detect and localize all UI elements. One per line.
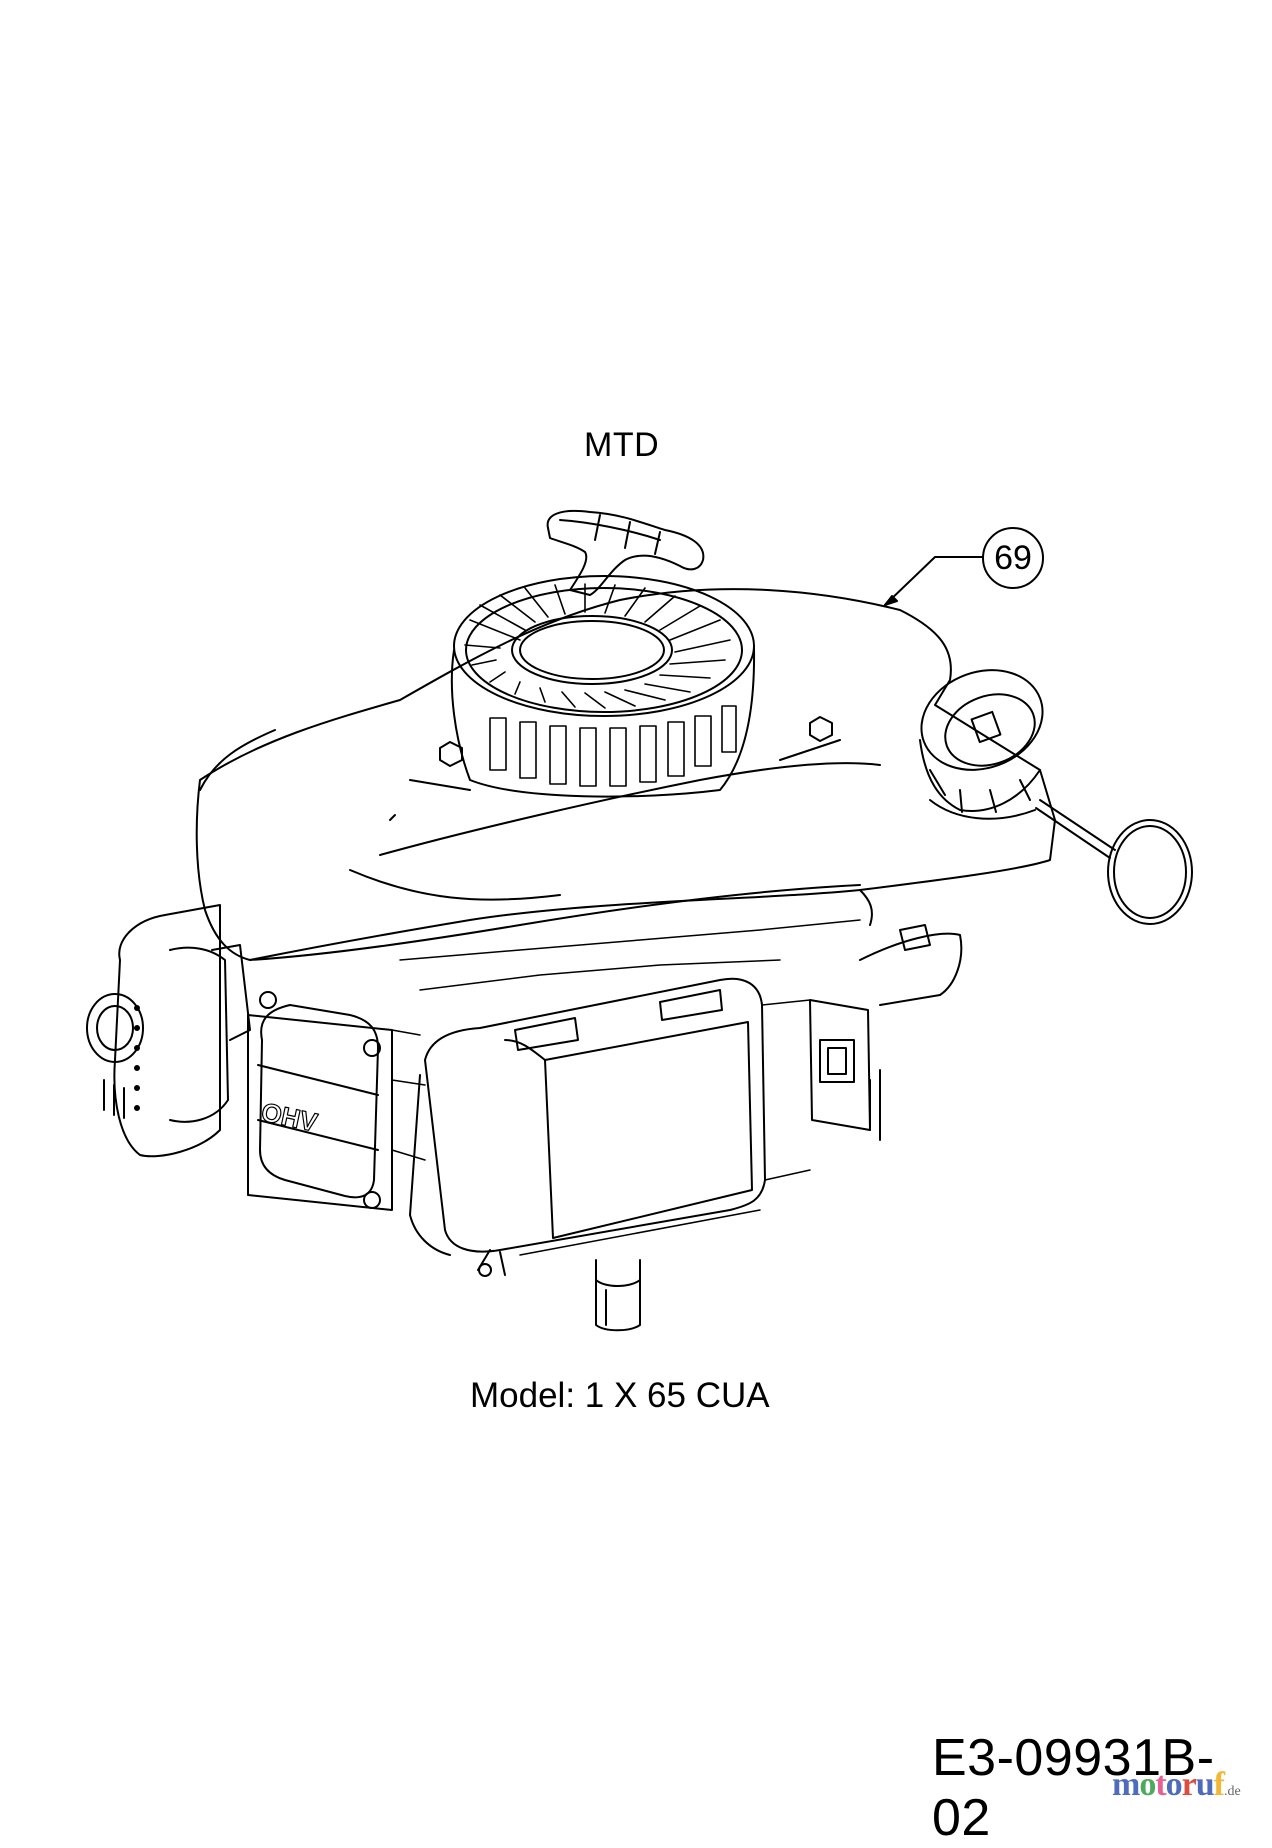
valve-cover-emboss: OHV [259,1097,321,1138]
part-callout-69[interactable]: 69 [982,527,1044,589]
recoil-starter-housing [410,576,840,797]
watermark-letter: m [1112,1766,1140,1803]
muffler [87,905,250,1156]
callout-leader-69 [885,557,982,605]
air-filter-housing [410,979,765,1276]
watermark-letter: t [1155,1766,1166,1803]
watermark-letter: f [1213,1766,1225,1803]
model-label: Model: 1 X 65 CUA [470,1376,770,1415]
watermark-letter: r [1181,1766,1197,1803]
callout-number: 69 [994,538,1032,577]
ignition-switch [810,925,961,1140]
engine-drawing: OHV [0,0,1272,1800]
watermark-text: motoruf [1112,1766,1225,1803]
watermark-tld: .de [1224,1784,1241,1799]
watermark-letter: u [1195,1766,1215,1803]
engine-block [392,920,860,1255]
valve-cover [248,992,392,1210]
brand-label: MTD [584,426,660,464]
watermark-letter: o [1165,1766,1183,1803]
crankshaft [596,1260,640,1330]
watermark-letter: o [1139,1766,1156,1803]
dipstick-ring [1036,800,1192,924]
watermark-logo: motoruf.de [1112,1766,1241,1804]
oil-filler-cap [907,654,1056,819]
starter-handle [548,511,704,595]
